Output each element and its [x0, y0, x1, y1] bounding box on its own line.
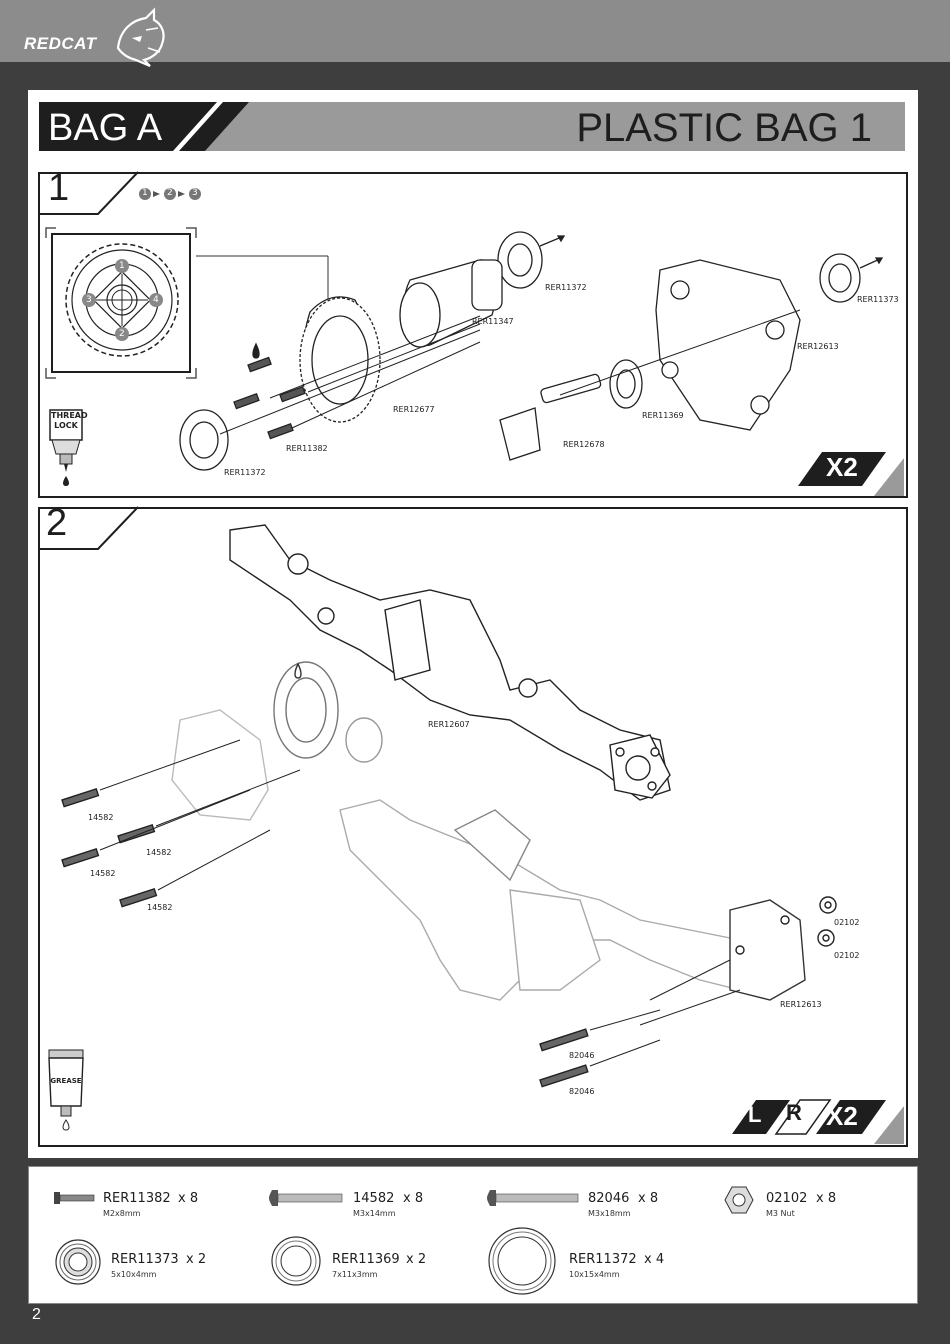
part-qty-rer11373: x 2	[186, 1252, 207, 1267]
step-1-multiplier-badge	[798, 452, 904, 496]
label-02102-1: 02102	[834, 918, 860, 927]
bearing-7x11x3-icon	[271, 1236, 321, 1286]
part-spec-82046: M3x18mm	[588, 1209, 631, 1218]
bag-header	[39, 102, 905, 151]
detail-number-3: 3	[86, 295, 92, 305]
part-spec-02102: M3 Nut	[766, 1209, 795, 1218]
part-name-rer11382: RER11382	[103, 1191, 171, 1206]
label-14582-1: 14582	[88, 813, 114, 822]
side-right-label: R	[786, 1100, 802, 1125]
part-spec-rer11382: M2x8mm	[103, 1209, 141, 1218]
part-name-rer11373: RER11373	[111, 1252, 179, 1267]
label-rer12613-step1: RER12613	[797, 342, 839, 351]
label-14582-4: 14582	[147, 903, 173, 912]
part-qty-82046: x 8	[638, 1191, 659, 1206]
part-name-rer11369: RER11369	[332, 1252, 400, 1267]
grease-label: GREASE	[50, 1077, 82, 1085]
part-name-82046: 82046	[588, 1191, 630, 1206]
label-rer11382: RER11382	[286, 444, 328, 453]
bearing-10x15x4-icon	[488, 1227, 556, 1295]
header-black-tab	[39, 102, 249, 151]
detail-number-2: 2	[119, 329, 125, 339]
ring-gear-detail	[45, 227, 329, 379]
part-qty-rer11369: x 2	[406, 1252, 427, 1267]
label-rer11372-bottom: RER11372	[224, 468, 266, 477]
wildcat-logo-icon	[116, 7, 165, 68]
sequence-indicator	[139, 188, 201, 200]
part-qty-02102: x 8	[816, 1191, 837, 1206]
label-rer11347: RER11347	[472, 317, 514, 326]
label-rer11373: RER11373	[857, 295, 899, 304]
part-name-14582: 14582	[353, 1191, 395, 1206]
axle-assembly-drawing	[61, 524, 837, 1088]
label-rer12678: RER12678	[563, 440, 605, 449]
sequence-step-2: 2	[167, 188, 173, 198]
nut-m3-icon	[724, 1186, 754, 1214]
step-1-number: 1	[48, 167, 70, 209]
part-name-02102: 02102	[766, 1191, 808, 1206]
detail-number-4: 4	[153, 295, 159, 305]
label-14582-2: 14582	[146, 848, 172, 857]
page-title: PLASTIC BAG 1	[576, 106, 872, 150]
label-82046-1: 82046	[569, 1051, 595, 1060]
part-name-rer11372: RER11372	[569, 1252, 637, 1267]
label-rer11369: RER11369	[642, 411, 684, 420]
part-qty-rer11372: x 4	[644, 1252, 665, 1267]
screw-m3x18-icon	[487, 1190, 579, 1206]
page-number: 2	[32, 1306, 41, 1323]
label-rer11372-top: RER11372	[545, 283, 587, 292]
label-14582-3: 14582	[90, 869, 116, 878]
label-82046-2: 82046	[569, 1087, 595, 1096]
part-spec-rer11372: 10x15x4mm	[569, 1270, 620, 1279]
part-qty-rer11382: x 8	[178, 1191, 199, 1206]
thread-lock-icon	[49, 409, 83, 486]
differential-exploded-drawing	[179, 231, 884, 471]
step-2-side-badges	[732, 1099, 904, 1144]
bearing-5x10x4-icon	[55, 1239, 101, 1285]
detail-number-1: 1	[119, 261, 125, 271]
brand-logo-text: REDCAT	[24, 34, 97, 53]
sequence-step-1: 1	[142, 188, 148, 198]
parts-list-panel	[28, 1166, 918, 1304]
step-1-multiplier: X2	[826, 452, 858, 482]
label-rer12607: RER12607	[428, 720, 470, 729]
label-rer12613-step2: RER12613	[780, 1000, 822, 1009]
label-02102-2: 02102	[834, 951, 860, 960]
screw-m3x14-icon	[269, 1190, 343, 1206]
bag-label: BAG A	[48, 107, 163, 149]
label-rer12677: RER12677	[393, 405, 435, 414]
grease-icon	[48, 1049, 84, 1131]
side-left-label: L	[748, 1102, 762, 1127]
step-2-tab	[38, 506, 139, 550]
sequence-step-3: 3	[192, 188, 198, 198]
part-spec-rer11373: 5x10x4mm	[111, 1270, 157, 1279]
part-qty-14582: x 8	[403, 1191, 424, 1206]
step-1-tab	[38, 171, 139, 215]
step-2-multiplier: X2	[826, 1101, 858, 1131]
thread-lock-label: THREAD LOCK	[51, 411, 88, 430]
screw-m2x8-icon	[54, 1192, 95, 1204]
part-spec-14582: M3x14mm	[353, 1209, 396, 1218]
part-spec-rer11369: 7x11x3mm	[332, 1270, 378, 1279]
step-2-number: 2	[46, 502, 68, 544]
